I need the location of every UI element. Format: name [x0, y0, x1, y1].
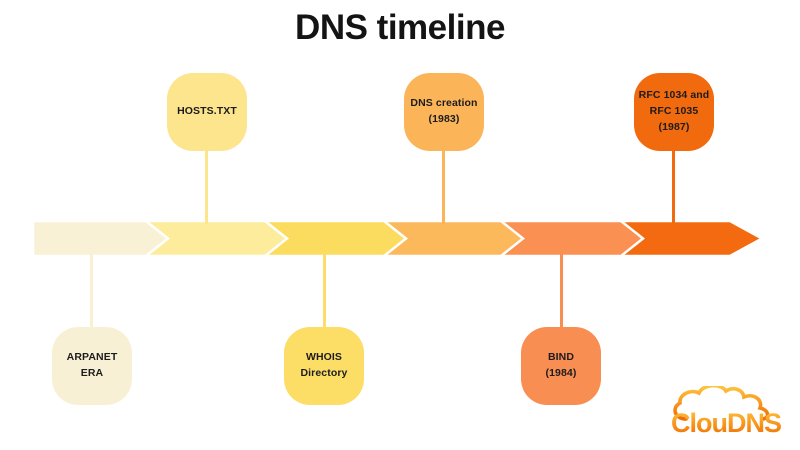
event-label-dns-creation: DNS creation (1983)	[410, 97, 478, 125]
event-label-whois-directory: WHOIS Directory	[300, 351, 348, 379]
page-title: DNS timeline	[295, 8, 505, 47]
connector-whois-directory	[323, 253, 326, 329]
event-box-rfc: RFC 1034 and RFC 1035 (1987)	[634, 73, 714, 151]
event-box-dns-creation: DNS creation (1983)	[404, 73, 484, 151]
timeline-segment-1	[31, 220, 171, 258]
connector-arpanet-era	[90, 253, 93, 329]
connector-dns-creation	[442, 149, 445, 224]
event-box-arpanet-era: ARPANET ERA	[52, 327, 132, 405]
event-box-whois-directory: WHOIS Directory	[284, 327, 364, 405]
connector-bind	[560, 253, 563, 329]
event-label-bind: BIND (1984)	[545, 351, 577, 379]
cloud-icon	[673, 386, 770, 421]
event-label-rfc: RFC 1034 and RFC 1035 (1987)	[638, 89, 710, 133]
connector-rfc	[672, 149, 675, 224]
event-box-hosts-txt: HOSTS.TXT	[167, 73, 247, 151]
logo-text: ClouDNS	[671, 408, 781, 438]
connector-hosts-txt	[205, 149, 208, 224]
cloudns-logo: ClouDNS	[671, 386, 782, 438]
event-label-hosts-txt: HOSTS.TXT	[177, 105, 237, 118]
event-box-bind: BIND (1984)	[521, 327, 601, 405]
event-label-arpanet-era: ARPANET ERA	[66, 351, 118, 379]
timeline-arrow-bar	[31, 220, 765, 258]
